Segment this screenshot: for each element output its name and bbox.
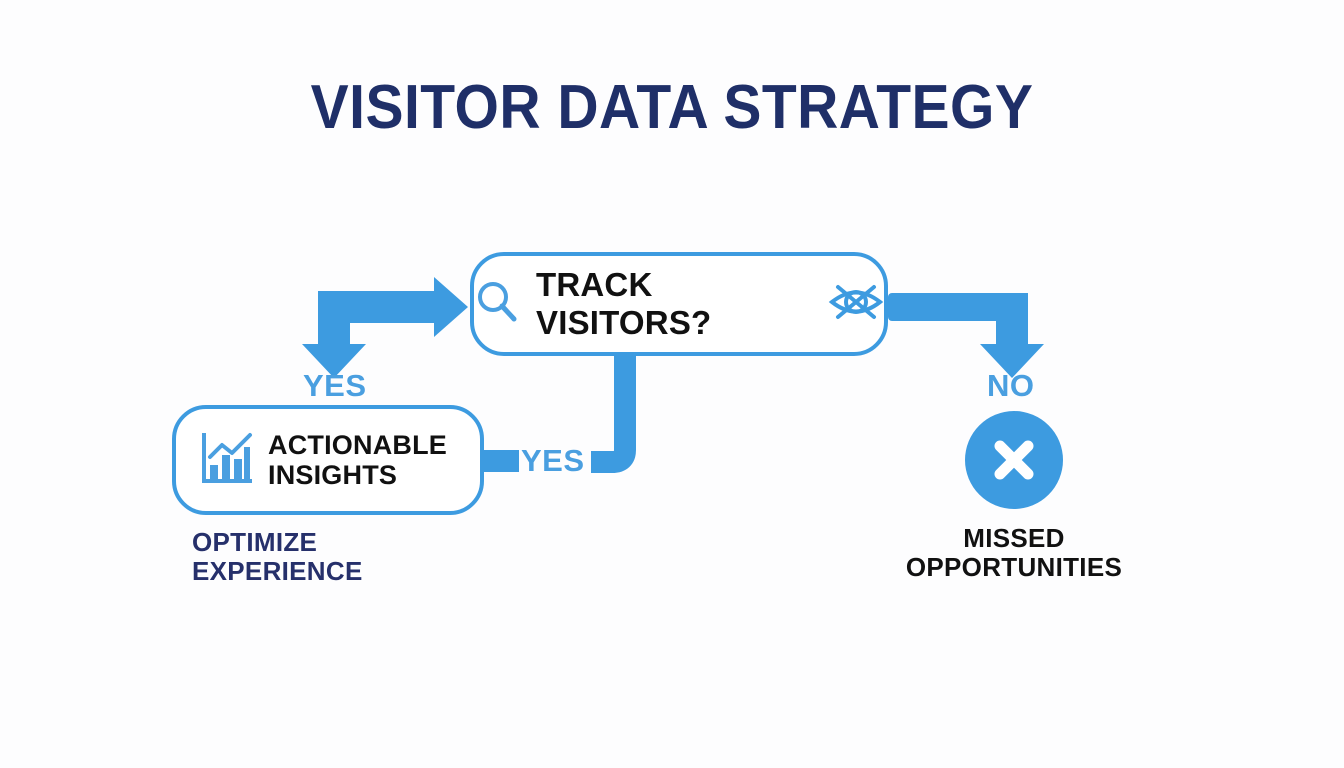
branch-label-no-right: NO [987,368,1035,403]
bar-chart-trend-icon [198,429,254,492]
eye-crossed-icon [828,279,884,330]
caption-missed-opportunities: MISSED OPPORTUNITIES [905,523,1123,583]
branch-label-yes-middle: YES [521,443,585,478]
connector-right-branch [888,293,1044,378]
decision-node-track-visitors[interactable]: TRACK VISITORS? [470,252,888,356]
decision-node-label: TRACK VISITORS? [536,266,712,341]
magnifier-icon [474,279,520,330]
connector-insights-stub [483,450,519,472]
branch-label-yes-left: YES [303,368,367,403]
x-circle-icon [965,411,1063,509]
page-title: VISITOR DATA STRATEGY [310,73,1034,142]
outcome-node-label: ACTIONABLE INSIGHTS [268,429,447,490]
caption-optimize-experience: OPTIMIZE EXPERIENCE [192,527,363,587]
outcome-node-actionable-insights[interactable]: ACTIONABLE INSIGHTS [172,405,484,515]
connector-left-branch [302,277,468,378]
connector-yes-path [591,356,636,473]
